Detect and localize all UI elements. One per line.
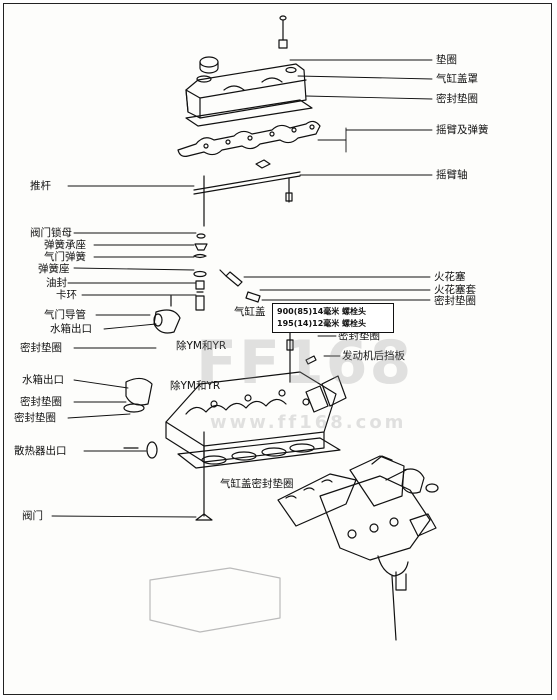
label-cylinder-head: 气缸盖 [234,306,266,318]
push-rod-shaft-part [193,171,301,203]
label-oil-seal: 油封 [46,277,67,289]
label-cylinder-head-cover: 气缸盖罩 [436,73,478,85]
leader-lines-left [51,185,197,518]
diagram-frame [3,3,552,695]
label-spark-plug-sleeve: 火花塞套 [434,284,476,296]
label-head-gasket: 气缸盖密封垫圈 [220,478,294,490]
cap-bolt-part [278,15,288,49]
cylinder-head-cover-part [185,63,307,119]
label-seal-gasket-1: 密封垫圈 [20,342,62,354]
rocker-arms-part [177,120,321,169]
label-seal-gasket-2: 密封垫圈 [20,396,62,408]
label-water-tank-outlet-1: 水箱出口 [50,323,92,335]
head-gasket-part [177,437,341,469]
label-valve-guide: 气门导管 [44,309,86,321]
label-seal-gasket-mid: 密封垫圈 [338,330,380,342]
water-outlet-part [123,295,181,413]
label-cover-seal-gasket: 密封垫圈 [436,93,478,105]
label-radiator-outlet: 散热器出口 [14,445,67,457]
label-engine-rear-plate: 发动机后挡板 [342,350,405,362]
oil-filler-cap-part [196,56,219,83]
label-spark-plug: 火花塞 [434,271,466,283]
cover-gasket-part [185,99,313,127]
label-valve-lock-nut: 阀门锁母 [30,227,72,239]
torque-line-2: 195(14)12毫米 螺栓头 [277,319,367,328]
label-push-rod: 推杆 [30,180,51,192]
label-rocker-arm-spring: 摇臂及弹簧 [436,124,489,136]
label-seal-gasket-3: 密封垫圈 [14,412,56,424]
intake-manifold-part [277,455,439,641]
label-spring-seat-2: 弹簧座 [38,263,70,275]
spark-plug-part [219,269,261,303]
label-seal-gasket-right: 密封垫圈 [434,295,476,307]
label-except-ym-yr-1: 除YM和YR [176,340,227,352]
label-valve: 阀门 [22,510,43,522]
valve-train-part [193,175,208,311]
label-except-ym-yr-2: 除YM和YR [170,380,221,392]
label-gasket-ring: 垫圈 [436,54,457,66]
torque-spec-box: 900(85)14毫米 螺栓头 195(14)12毫米 螺栓头 [272,303,394,333]
label-spring-seat: 弹簧承座 [44,239,86,251]
label-water-tank-outlet-2: 水箱出口 [22,374,64,386]
torque-line-1: 900(85)14毫米 螺栓头 [277,307,367,316]
label-valve-spring: 气门弹簧 [44,251,86,263]
label-clip-ring: 卡环 [56,289,77,301]
ghost-part [149,567,281,633]
label-rocker-shaft: 摇臂轴 [436,169,468,181]
leader-lines-right [243,59,433,357]
rear-plate-part [305,375,347,413]
radiator-outlet-part [123,441,158,459]
